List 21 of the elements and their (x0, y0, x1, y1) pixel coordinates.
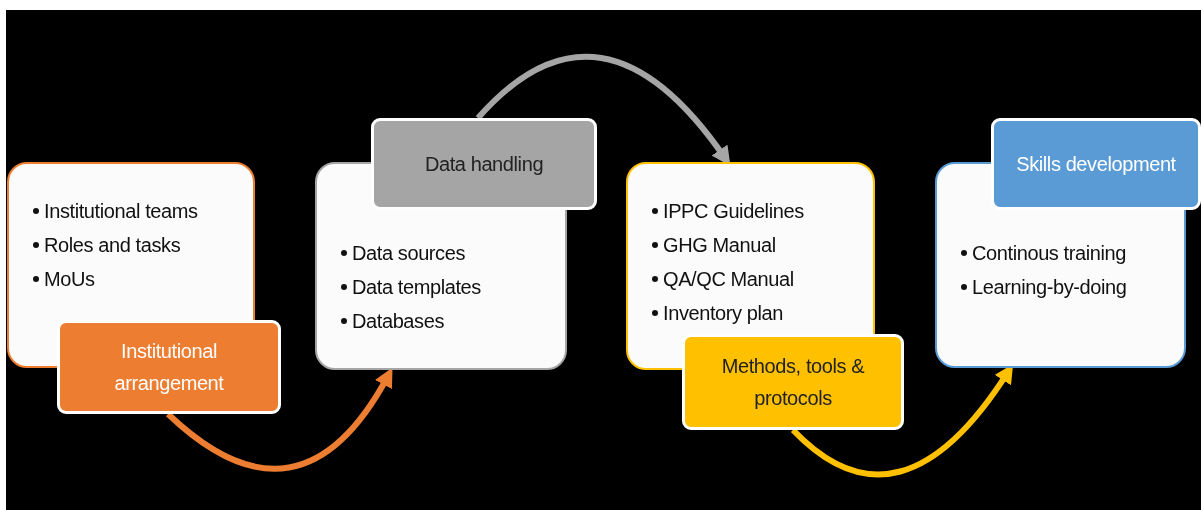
heading-tab (57, 320, 281, 414)
bullet-item: Data templates (352, 275, 481, 300)
heading-text: Methods, tools & protocols (720, 354, 866, 411)
bullet-item: GHG Manual (663, 233, 776, 258)
bullet-item: QA/QC Manual (663, 267, 794, 292)
bullet-item: Institutional teams (44, 199, 198, 224)
bullet-item: IPPC Guidelines (663, 199, 804, 224)
curved-arrow (166, 367, 393, 472)
bullet-item: Data sources (352, 241, 466, 266)
bullet-item: Inventory plan (663, 301, 784, 326)
heading-tab (682, 334, 904, 430)
heading-tab (991, 118, 1201, 210)
heading-text: Skills development (1016, 152, 1176, 177)
bullet-item: Learning-by-doing (972, 275, 1127, 300)
heading-text: Data handling (424, 152, 544, 177)
bullet-item: Continous training (972, 241, 1126, 266)
bullet-item: Databases (352, 309, 444, 334)
heading-text: Institutional arrangement (113, 339, 225, 396)
bullet-item: MoUs (44, 267, 95, 292)
heading-tab (371, 118, 597, 210)
bullet-item: Roles and tasks (44, 233, 181, 258)
